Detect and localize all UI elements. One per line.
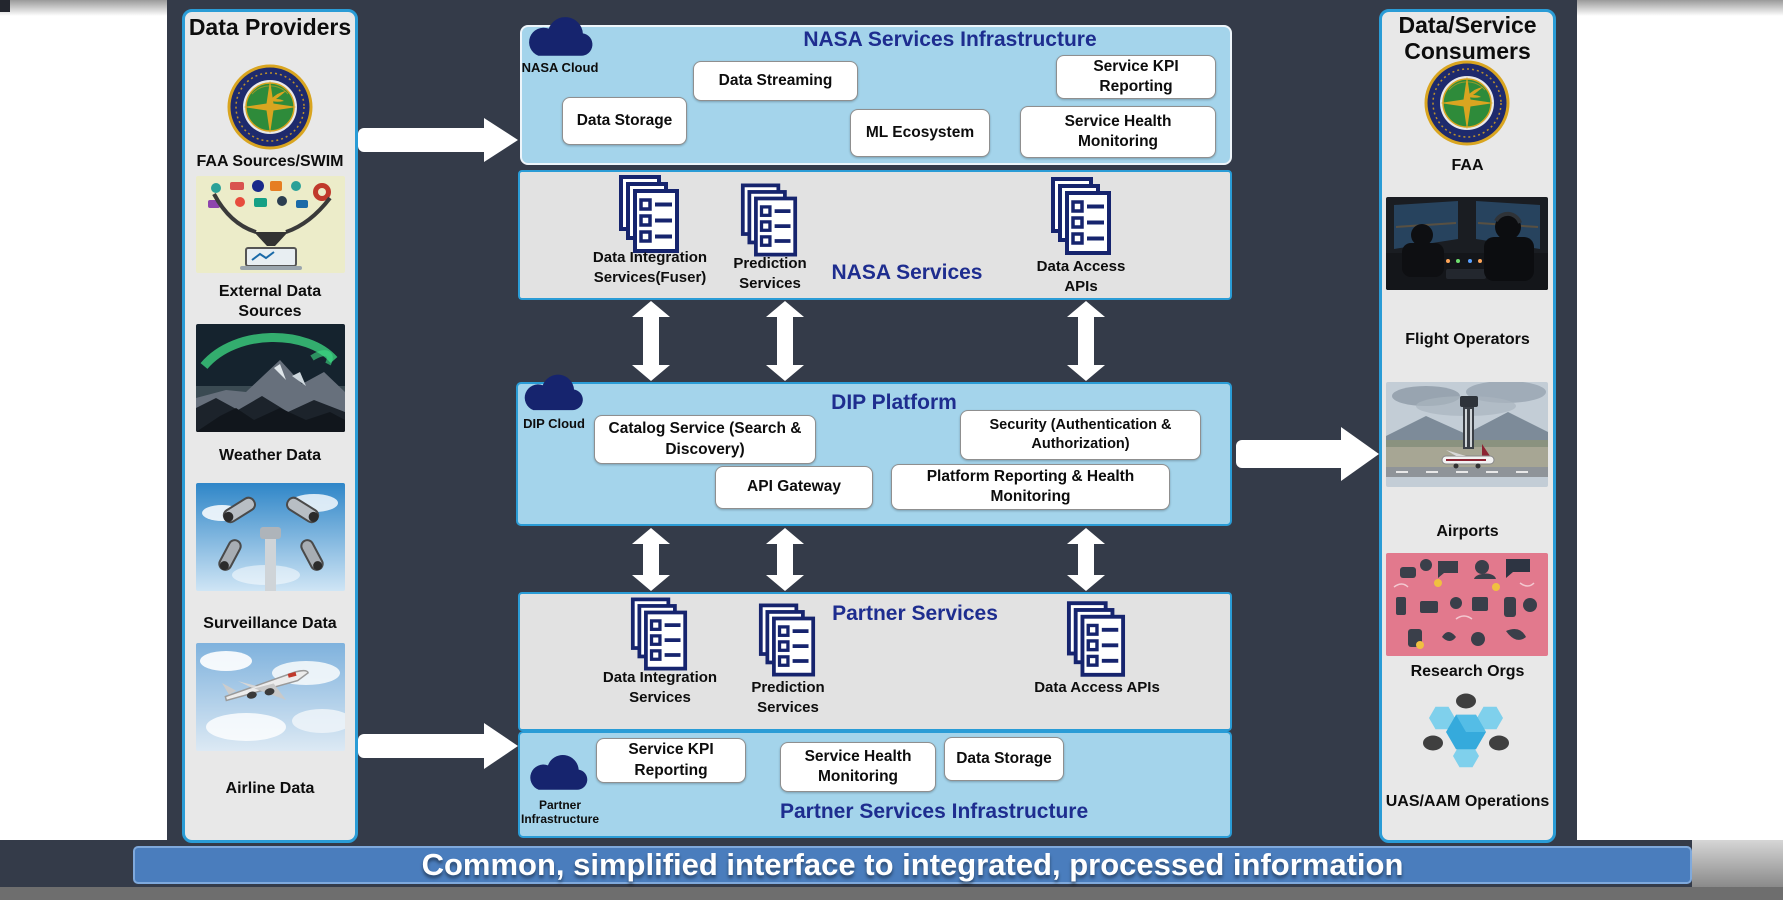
partner-prediction-label: Prediction Services <box>751 679 825 716</box>
bottom-gray-strip <box>0 887 1783 900</box>
external-data-image <box>196 176 345 273</box>
double-arrow-icon <box>632 301 670 381</box>
provider-label-faa-swim: FAA Sources/SWIM <box>196 153 344 170</box>
weather-image <box>196 324 345 432</box>
partner-data-access-label: Data Access APIs <box>1034 679 1160 696</box>
double-arrow-icon <box>1067 301 1105 381</box>
window-corner <box>0 0 10 12</box>
security-box: Security (Authentication & Authorization… <box>960 410 1201 460</box>
provider-label-weather: Weather Data <box>219 447 321 464</box>
nasa-prediction-label: Prediction Services <box>733 255 807 292</box>
catalog-service-box: Catalog Service (Search & Discovery) <box>594 415 816 464</box>
partner-data-storage-box: Data Storage <box>944 737 1064 781</box>
data-storage-box: Data Storage <box>562 97 687 145</box>
api-gateway-box: API Gateway <box>715 466 873 509</box>
double-arrow-icon <box>766 301 804 381</box>
surveillance-image <box>196 483 345 591</box>
prediction-services-icon <box>740 182 798 258</box>
dip-cloud-icon <box>520 370 588 414</box>
double-arrow-icon <box>766 528 804 591</box>
faa-seal-icon <box>1424 60 1510 146</box>
consumers-title: Data/Service Consumers <box>1398 12 1537 65</box>
partner-kpi-reporting-box: Service KPI Reporting <box>596 738 746 783</box>
research-image <box>1386 553 1548 656</box>
partner-infrastructure-cloud-label: Partner Infrastructure <box>520 798 600 827</box>
partner-services-title: Partner Services <box>832 602 998 625</box>
consumer-label-flight-operators: Flight Operators <box>1405 331 1530 348</box>
data-providers-title: Data Providers <box>188 14 352 40</box>
nasa-cloud-label: NASA Cloud <box>521 60 599 75</box>
service-kpi-reporting-box: Service KPI Reporting <box>1056 55 1216 99</box>
dip-to-consumers-arrow-icon <box>1236 427 1379 481</box>
right-margin-top-shade <box>1577 0 1783 16</box>
partner-cloud-icon <box>526 750 592 794</box>
data-streaming-box: Data Streaming <box>693 61 858 101</box>
banner-text: Common, simplified interface to integrat… <box>421 847 1404 882</box>
nasa-data-integration-label: Data Integration Services(Fuser) <box>592 249 708 286</box>
platform-reporting-box: Platform Reporting & Health Monitoring <box>891 464 1170 510</box>
partner-data-access-icon <box>1066 600 1126 678</box>
bottom-banner: Common, simplified interface to integrat… <box>133 846 1692 884</box>
consumer-label-uas-aam: UAS/AAM Operations <box>1385 793 1550 810</box>
data-integration-services-icon <box>618 174 680 254</box>
provider-label-surveillance: Surveillance Data <box>203 615 337 632</box>
airport-image <box>1386 382 1548 487</box>
airline-image <box>196 643 345 751</box>
consumer-label-airports: Airports <box>1436 523 1499 540</box>
nasa-services-title: NASA Services <box>831 261 983 284</box>
dip-platform-title: DIP Platform <box>831 391 957 414</box>
double-arrow-icon <box>632 528 670 591</box>
service-health-monitoring-box: Service Health Monitoring <box>1020 106 1216 158</box>
nasa-data-access-label: Data Access APIs <box>1036 258 1126 295</box>
cockpit-image <box>1386 197 1548 290</box>
partner-health-monitoring-box: Service Health Monitoring <box>780 742 936 792</box>
ml-ecosystem-box: ML Ecosystem <box>850 109 990 157</box>
left-margin-top-shade <box>0 0 167 16</box>
nasa-cloud-icon <box>524 12 598 60</box>
provider-label-external-data: External Data Sources <box>218 283 322 320</box>
double-arrow-icon <box>1067 528 1105 591</box>
data-access-apis-icon <box>1050 176 1112 256</box>
consumer-label-faa: FAA <box>1451 157 1484 174</box>
partner-data-integration-icon <box>630 596 688 672</box>
bottom-silver-band <box>1692 840 1783 887</box>
faa-seal-icon <box>227 64 313 150</box>
nasa-infrastructure-title: NASA Services Infrastructure <box>803 28 1097 51</box>
providers-to-nasa-arrow-icon <box>358 118 518 162</box>
partner-prediction-icon <box>758 602 816 678</box>
partner-data-integration-label: Data Integration Services <box>602 669 718 706</box>
consumer-label-research-orgs: Research Orgs <box>1410 663 1525 680</box>
providers-to-partner-arrow-icon <box>358 723 518 769</box>
dip-cloud-label: DIP Cloud <box>523 416 585 431</box>
provider-label-airline: Airline Data <box>225 780 315 797</box>
uas-hexagon-icon <box>1423 693 1509 768</box>
partner-infrastructure-title: Partner Services Infrastructure <box>780 800 1089 823</box>
